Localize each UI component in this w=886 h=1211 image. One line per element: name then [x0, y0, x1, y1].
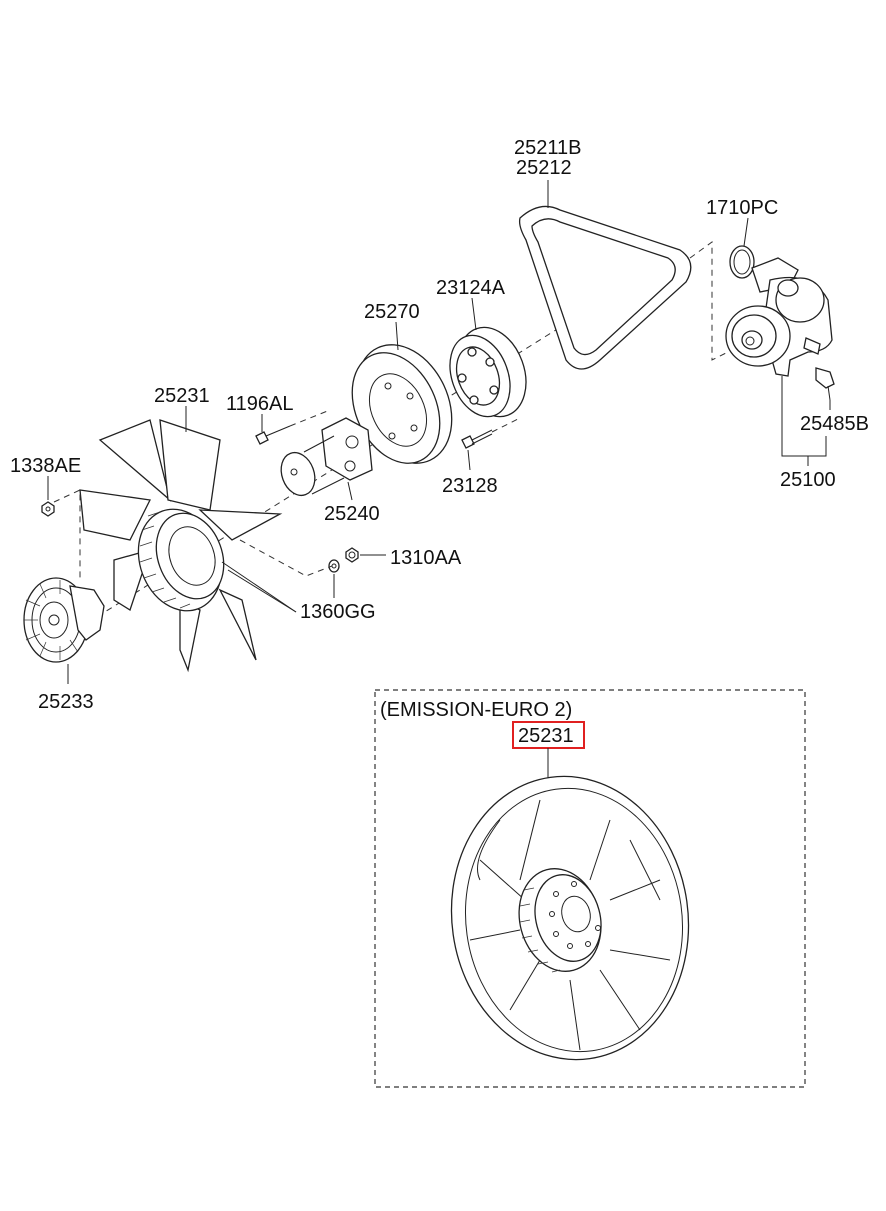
- temperature-sensor[interactable]: [815, 367, 835, 401]
- callout-bolt-pulley: 23128: [442, 475, 498, 497]
- pump-bracket-line: [689, 241, 729, 361]
- spacer-bolt[interactable]: [255, 425, 291, 445]
- callout-nut-left: 1338AE: [10, 455, 81, 477]
- callout-nut-right: 1310AA: [390, 547, 462, 569]
- pulley[interactable]: [439, 318, 537, 426]
- pulley-bolt[interactable]: [461, 429, 493, 449]
- nut-left[interactable]: [41, 501, 55, 517]
- leader-fan-hub-2: [227, 569, 297, 613]
- inset-title: (EMISSION-EURO 2): [380, 699, 572, 721]
- bolt-axis-top: [289, 409, 331, 427]
- callout-bolt-top: 1196AL: [226, 393, 293, 415]
- leader-fan-hub: [221, 561, 297, 613]
- callout-oring: 1710PC: [706, 197, 778, 219]
- callout-fan-clutch: 25233: [38, 691, 94, 713]
- callout-pump: 25100: [780, 469, 836, 491]
- callout-fan: 25231: [154, 385, 210, 407]
- cooling-fan[interactable]: [79, 419, 283, 673]
- nut-axis: [239, 539, 333, 577]
- nut-right[interactable]: [345, 547, 359, 563]
- callout-belt-1: 25211B: [514, 137, 581, 159]
- leader-damper: [395, 321, 399, 351]
- bolt-axis: [491, 417, 521, 433]
- leader-spacer: [347, 481, 353, 501]
- inset-part-label[interactable]: 25231: [518, 725, 574, 747]
- callout-damper: 25270: [364, 301, 420, 323]
- leader-pulley: [471, 297, 477, 331]
- leader-oring: [743, 217, 749, 247]
- v-belt[interactable]: [518, 205, 692, 370]
- water-pump[interactable]: [725, 257, 833, 377]
- fan-spacer[interactable]: [275, 417, 373, 500]
- callout-washer: 1360GG: [300, 601, 376, 623]
- inset-fan[interactable]: [433, 761, 706, 1075]
- o-ring-inner: [733, 249, 751, 275]
- damper-pulley[interactable]: [335, 329, 470, 479]
- leader-bolt-pulley: [467, 449, 471, 471]
- callout-sensor: 25485B: [800, 413, 869, 435]
- callout-pulley: 23124A: [436, 277, 506, 299]
- callout-belt-2: 25212: [516, 157, 572, 179]
- callout-spacer: 25240: [324, 503, 380, 525]
- nut-left-axis: [53, 489, 81, 580]
- fan-clutch[interactable]: [23, 577, 105, 663]
- washer[interactable]: [328, 559, 340, 573]
- leader-pump-bracket: [781, 376, 827, 457]
